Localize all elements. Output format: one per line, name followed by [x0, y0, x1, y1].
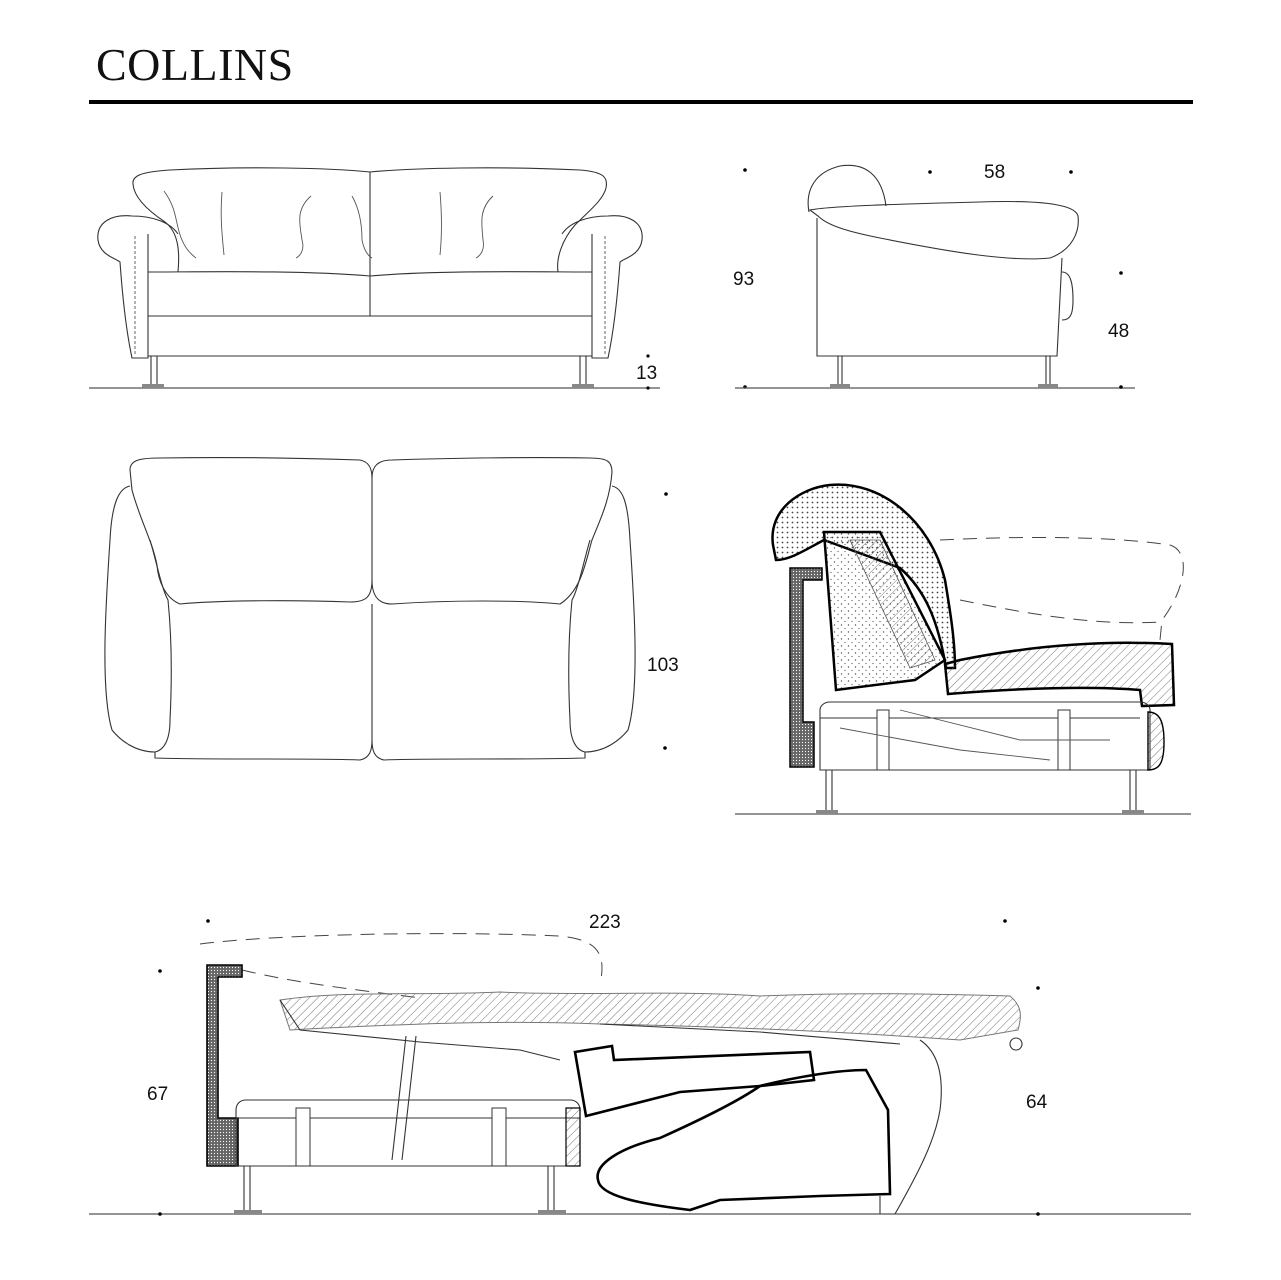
plan-left-arm [104, 485, 172, 753]
dim-total-height: 93 [733, 269, 755, 290]
plan-back-right [371, 457, 613, 605]
plan-right-arm [568, 485, 636, 753]
dim-depth: 58 [984, 162, 1006, 183]
side-arm [808, 200, 1079, 260]
right-arm [561, 215, 643, 359]
title-rule [89, 100, 1193, 104]
dim-seat-height: 48 [1108, 321, 1130, 342]
leg-foot [142, 384, 164, 388]
dim-front-leg-height: 13 [636, 363, 658, 384]
backrest-outline [132, 167, 608, 273]
plan-back-left [129, 457, 373, 605]
bed-view [89, 919, 1191, 1216]
side-back-cushion [807, 164, 887, 213]
side-view [735, 164, 1135, 389]
top-view [104, 457, 668, 761]
product-title: COLLINS [96, 39, 294, 90]
dim-bed-left-height: 67 [147, 1084, 169, 1105]
dim-plan-depth: 103 [647, 655, 679, 676]
left-arm [97, 215, 179, 359]
section-view [735, 483, 1191, 815]
dim-bed-right-height: 64 [1026, 1092, 1048, 1113]
dim-bed-length: 223 [589, 912, 621, 933]
front-view [89, 167, 660, 390]
